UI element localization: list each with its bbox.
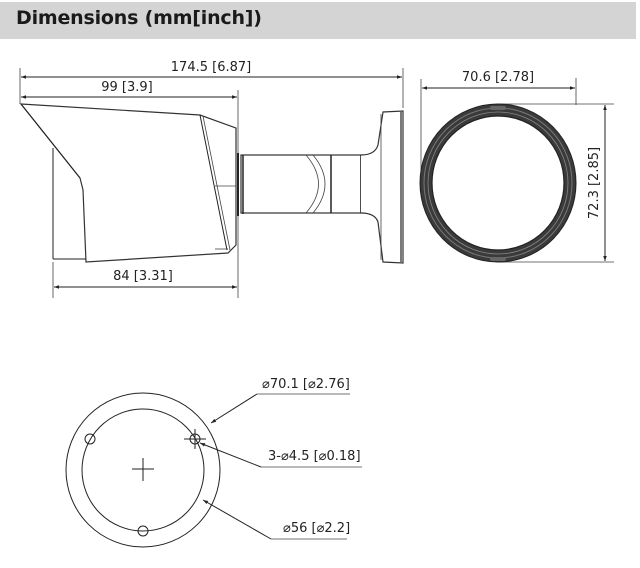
camera-housing	[19, 103, 239, 263]
outer-diameter-label: ⌀70.1 [⌀2.76]	[262, 377, 350, 392]
mount-bracket	[240, 110, 404, 264]
hole-circle-diameter-label: ⌀56 [⌀2.2]	[283, 521, 350, 536]
mount-hole	[84, 433, 96, 445]
overall-length-label: 174.5 [6.87]	[171, 60, 251, 75]
front-view: 70.6 [2.78] 72.3 [2.85]	[419, 70, 614, 263]
body-length-label: 84 [3.31]	[113, 269, 173, 284]
section-header: Dimensions (mm[inch])	[0, 2, 636, 39]
hole-spec-label: 3-⌀4.5 [⌀0.18]	[268, 449, 361, 464]
mount-base-view: ⌀70.1 [⌀2.76] 3-⌀4.5 [⌀0.18] ⌀56 [⌀2.2]	[65, 377, 362, 548]
mount-hole	[137, 525, 149, 537]
front-width-label: 70.6 [2.78]	[462, 70, 534, 85]
front-height-label: 72.3 [2.85]	[587, 147, 602, 219]
side-view: 174.5 [6.87] 99 [3.9] 84 [3.31]	[19, 60, 404, 298]
housing-length-label: 99 [3.9]	[101, 80, 153, 95]
lens-ring	[419, 103, 577, 263]
section-title: Dimensions (mm[inch])	[16, 7, 262, 29]
